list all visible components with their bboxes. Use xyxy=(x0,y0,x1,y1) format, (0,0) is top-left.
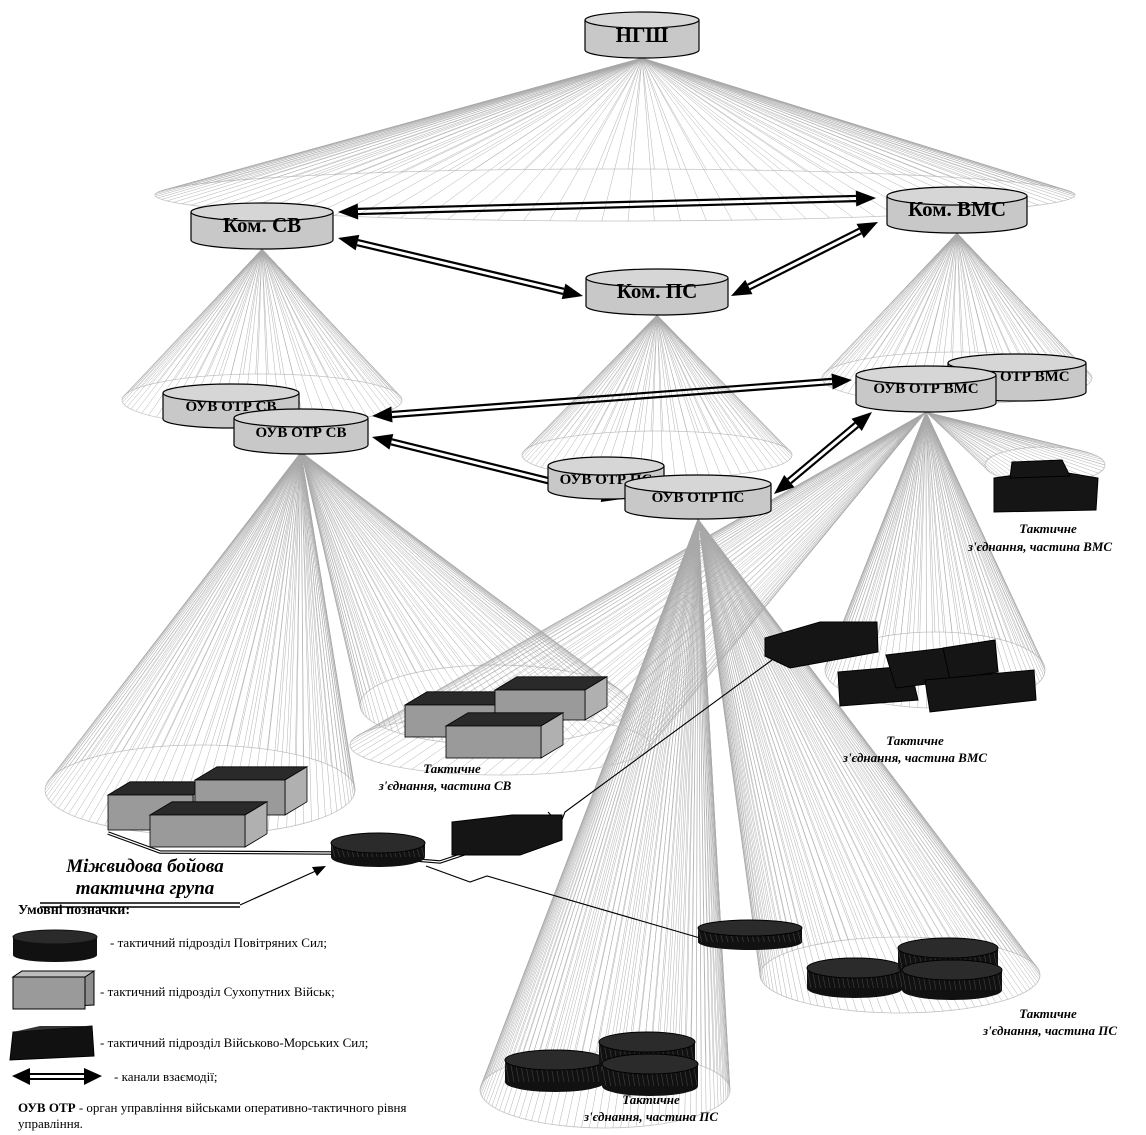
mbtg-line1: Міжвидова бойова xyxy=(66,856,224,877)
caption-navy-mid-line2: з'єднання, частина ВМС xyxy=(842,750,988,765)
channel-ground-navy xyxy=(338,190,876,220)
node-ouv-ground-back: ОУВ ОТР СВ xyxy=(162,383,300,429)
pointer-group-to-air xyxy=(425,865,701,939)
caption-navy-top-line1: Тактичне xyxy=(1019,521,1077,536)
navy-unit xyxy=(451,814,563,856)
node-ouv-navy-front-label: ОУВ ОТР ВМС xyxy=(873,381,978,397)
caption-air-bottom: Тактичне з'єднання, частина ПС xyxy=(583,1092,718,1124)
mbtg-pointer xyxy=(40,866,326,908)
cone-navy-cmd xyxy=(821,232,1093,405)
channel-air-navy xyxy=(731,222,878,296)
node-hq-label: НГШ xyxy=(616,23,669,47)
node-navy-cmd: Ком. ВМС xyxy=(886,186,1028,234)
caption-ground: Тактичне з'єднання, частина СВ xyxy=(378,761,512,793)
navy-unit xyxy=(942,639,999,681)
legend-title: Умовні позначки: xyxy=(18,903,131,918)
node-ouv-ground-front-label: ОУВ ОТР СВ xyxy=(255,425,346,441)
channel-ouv-air-navy xyxy=(774,412,872,494)
caption-air-bottom-line2: з'єднання, частина ПС xyxy=(583,1109,718,1124)
legend-symbol-air xyxy=(12,929,98,962)
ground-unit xyxy=(148,801,269,848)
ground-unit xyxy=(444,712,565,759)
footnote-text: - орган управління військами оперативно-… xyxy=(18,1100,407,1131)
mbtg-line2: тактична група xyxy=(75,878,215,899)
air-unit xyxy=(697,919,803,950)
air-unit xyxy=(330,832,426,867)
legend-item-navy: - тактичний підрозділ Військово-Морських… xyxy=(100,1035,369,1050)
legend-symbol-channel xyxy=(12,1068,102,1085)
node-navy-cmd-label: Ком. ВМС xyxy=(908,197,1006,221)
navy-unit xyxy=(1009,459,1071,479)
air-unit xyxy=(806,957,904,998)
legend-symbol-ground xyxy=(11,970,96,1010)
channel-ouv-ground-navy xyxy=(372,373,852,423)
caption-navy-top: Тактичне з'єднання, частина ВМС xyxy=(967,521,1113,554)
navy-unit xyxy=(764,621,879,669)
caption-air-right-line2: з'єднання, частина ПС xyxy=(982,1023,1117,1038)
caption-air-right-line1: Тактичне xyxy=(1019,1006,1077,1021)
cone-hq xyxy=(154,57,1076,222)
air-unit xyxy=(601,1053,699,1096)
air-unit xyxy=(504,1049,606,1092)
caption-navy-top-line2: з'єднання, частина ВМС xyxy=(967,539,1113,554)
tactical-units xyxy=(106,459,1099,1096)
caption-navy-mid: Тактичне з'єднання, частина ВМС xyxy=(842,733,988,765)
node-air-cmd: Ком. ПС xyxy=(585,268,729,316)
mbtg-label: Міжвидова бойова тактична група xyxy=(40,856,250,900)
legend-item-ground: - тактичний підрозділ Сухопутних Військ; xyxy=(100,984,335,999)
node-hq: НГШ xyxy=(584,11,700,59)
caption-ground-line2: з'єднання, частина СВ xyxy=(378,778,512,793)
caption-navy-mid-line1: Тактичне xyxy=(886,733,944,748)
footnote: ОУВ ОТР - орган управління військами опе… xyxy=(18,1100,448,1132)
legend-symbol-navy xyxy=(9,1025,95,1061)
node-ouv-navy-front: ОУВ ОТР ВМС xyxy=(855,365,997,413)
control-cones xyxy=(44,57,1106,1129)
legend-item-air: - тактичний підрозділ Повітряних Сил; xyxy=(110,935,328,950)
channel-ground-air xyxy=(338,234,583,300)
caption-ground-line1: Тактичне xyxy=(423,761,481,776)
node-ouv-ground-front: ОУВ ОТР СВ xyxy=(233,408,369,455)
cone-ground-cmd xyxy=(121,248,403,427)
navy-unit xyxy=(924,669,1037,713)
node-ouv-ground-back-label: ОУВ ОТР СВ xyxy=(185,399,276,415)
legend-item-channel: - канали взаємодії; xyxy=(114,1069,218,1084)
footnote-term: ОУВ ОТР xyxy=(18,1100,76,1115)
caption-air-bottom-line1: Тактичне xyxy=(622,1092,680,1107)
node-ouv-air-front: ОУВ ОТР ПС xyxy=(624,474,772,520)
node-ground-cmd: Ком. СВ xyxy=(190,202,334,250)
caption-air-right: Тактичне з'єднання, частина ПС xyxy=(982,1006,1117,1038)
node-air-cmd-label: Ком. ПС xyxy=(617,279,698,303)
node-ground-cmd-label: Ком. СВ xyxy=(223,213,301,237)
air-unit xyxy=(901,959,1003,1000)
node-ouv-air-front-label: ОУВ ОТР ПС xyxy=(652,490,745,506)
cone-air-bottom xyxy=(479,518,731,1129)
